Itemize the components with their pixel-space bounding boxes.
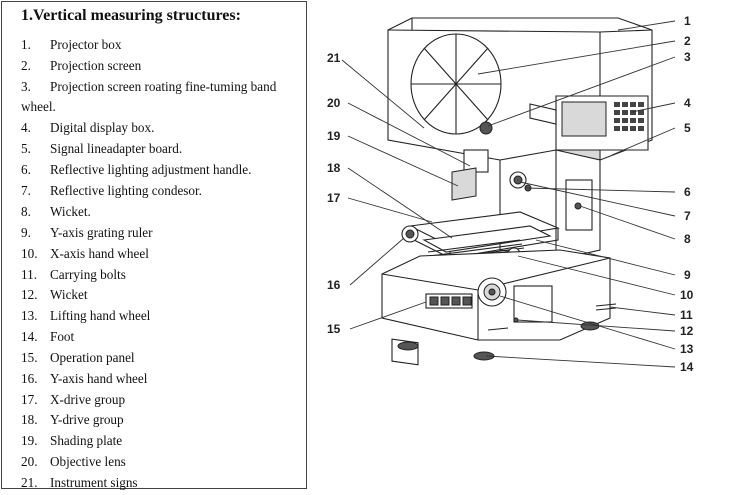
legend-item: 2. Projection screen xyxy=(21,58,141,74)
callout-5: 5 xyxy=(684,121,691,135)
legend-item: 13. Lifting hand wheel xyxy=(21,308,150,324)
legend-item: 7. Reflective lighting condesor. xyxy=(21,183,202,199)
legend-item: 21. Instrument signs xyxy=(21,475,138,491)
legend-item-label: Reflective lighting condesor. xyxy=(50,183,202,198)
callout-4: 4 xyxy=(684,96,691,110)
legend-item: 1. Projector box xyxy=(21,37,121,53)
leader-lines xyxy=(341,20,676,368)
callout-11: 11 xyxy=(680,308,693,322)
projector-diagram: 1 2 3 4 5 6 7 8 9 10 11 12 13 14 15 16 1… xyxy=(327,14,694,374)
legend-item: 9. Y-axis grating ruler xyxy=(21,225,153,241)
legend-item-number: 8. xyxy=(21,204,31,219)
callout-20: 20 xyxy=(327,96,341,110)
worktable xyxy=(401,211,560,265)
legend-item-number: 7. xyxy=(21,183,31,198)
callout-17: 17 xyxy=(327,191,341,205)
projection-screen xyxy=(410,33,502,135)
legend-item-label: Digital display box. xyxy=(50,120,155,135)
legend-panel: 1.Vertical measuring structures: 1. Proje… xyxy=(1,1,307,491)
legend-item: 18. Y-drive group xyxy=(21,412,124,428)
legend-item: 4. Digital display box. xyxy=(21,120,154,136)
legend-item-continuation: wheel. xyxy=(21,99,56,114)
legend-item-number: 2. xyxy=(21,58,31,73)
legend-item-label: Lifting hand wheel xyxy=(50,308,151,323)
callout-1: 1 xyxy=(684,14,691,28)
instrument-base xyxy=(381,249,617,366)
legend-item-label: Operation panel xyxy=(50,350,135,365)
legend-item-number: 20. xyxy=(21,454,38,469)
legend-item: 5. Signal lineadapter board. xyxy=(21,141,182,157)
legend-item-label: Shading plate xyxy=(50,433,123,448)
legend-item: 14. Foot xyxy=(21,329,74,345)
callout-16: 16 xyxy=(327,278,341,292)
callout-14: 14 xyxy=(680,360,694,374)
callout-3: 3 xyxy=(684,50,691,64)
legend-item-number: 5. xyxy=(21,141,31,156)
legend-item-number: 4. xyxy=(21,120,31,135)
objective-lens xyxy=(451,149,489,201)
callout-labels: 1 2 3 4 5 6 7 8 9 10 11 12 13 14 15 16 1… xyxy=(327,14,694,374)
legend-item-label: Projection screen roating fine-tuming ba… xyxy=(50,79,277,94)
callout-19: 19 xyxy=(327,129,341,143)
legend-item: 17. X-drive group xyxy=(21,392,125,408)
legend-item-label: Foot xyxy=(50,329,75,344)
legend-item-label: Y-axis grating ruler xyxy=(50,225,153,240)
legend-item-number: 6. xyxy=(21,162,31,177)
legend-item: 10. X-axis hand wheel xyxy=(21,246,149,262)
legend-item-label: Y-axis hand wheel xyxy=(50,371,148,386)
callout-7: 7 xyxy=(684,209,691,223)
legend-item-number: 12. xyxy=(21,287,38,302)
legend-item: 6. Reflective lighting adjustment handle. xyxy=(21,162,251,178)
legend-item: 12. Wicket xyxy=(21,287,88,303)
legend-item-number: 19. xyxy=(21,433,38,448)
callout-10: 10 xyxy=(680,288,694,302)
legend-item-number: 10. xyxy=(21,246,38,261)
legend-item-number: 17. xyxy=(21,392,38,407)
legend-item-number: 14. xyxy=(21,329,38,344)
legend-item: 11. Carrying bolts xyxy=(21,267,126,283)
legend-item-label: Wicket xyxy=(50,287,88,302)
legend-item-number: 16. xyxy=(21,371,38,386)
legend-item-number: 3. xyxy=(21,79,31,94)
callout-6: 6 xyxy=(684,185,691,199)
callout-15: 15 xyxy=(327,322,341,336)
legend-item: 16. Y-axis hand wheel xyxy=(21,371,147,387)
legend-item-label: Carrying bolts xyxy=(50,267,126,282)
legend-item-label: Y-drive group xyxy=(50,412,124,427)
legend-item: 3. Projection screen roating fine-tuming … xyxy=(21,79,276,95)
legend-item-number: 21. xyxy=(21,475,38,490)
legend-item-label: Wicket. xyxy=(50,204,91,219)
callout-13: 13 xyxy=(680,342,694,356)
legend-item-label: Signal lineadapter board. xyxy=(50,141,183,156)
legend-item: 8. Wicket. xyxy=(21,204,91,220)
callout-9: 9 xyxy=(684,268,691,282)
legend-item-label: X-axis hand wheel xyxy=(50,246,149,261)
callout-2: 2 xyxy=(684,34,691,48)
legend-item-label: Instrument signs xyxy=(50,475,138,490)
legend-item: 15. Operation panel xyxy=(21,350,135,366)
legend-item-number: 11. xyxy=(21,267,37,282)
legend-item-number: 9. xyxy=(21,225,31,240)
legend-item: 20. Objective lens xyxy=(21,454,126,470)
legend-title: 1.Vertical measuring structures: xyxy=(21,7,241,24)
callout-21: 21 xyxy=(327,51,341,65)
legend-item-number: 1. xyxy=(21,37,31,52)
legend-item-label: Objective lens xyxy=(50,454,126,469)
legend-item-number: 13. xyxy=(21,308,38,323)
legend-item-label: Projection screen xyxy=(50,58,142,73)
legend-item-number: 15. xyxy=(21,350,38,365)
legend-item: 19. Shading plate xyxy=(21,433,122,449)
callout-18: 18 xyxy=(327,161,341,175)
legend-item-label: Projector box xyxy=(50,37,122,52)
legend-item-label: Reflective lighting adjustment handle. xyxy=(50,162,252,177)
operation-panel xyxy=(425,293,473,309)
legend-item-label: X-drive group xyxy=(50,392,126,407)
callout-12: 12 xyxy=(680,324,694,338)
legend-item-number: 18. xyxy=(21,412,38,427)
callout-8: 8 xyxy=(684,232,691,246)
